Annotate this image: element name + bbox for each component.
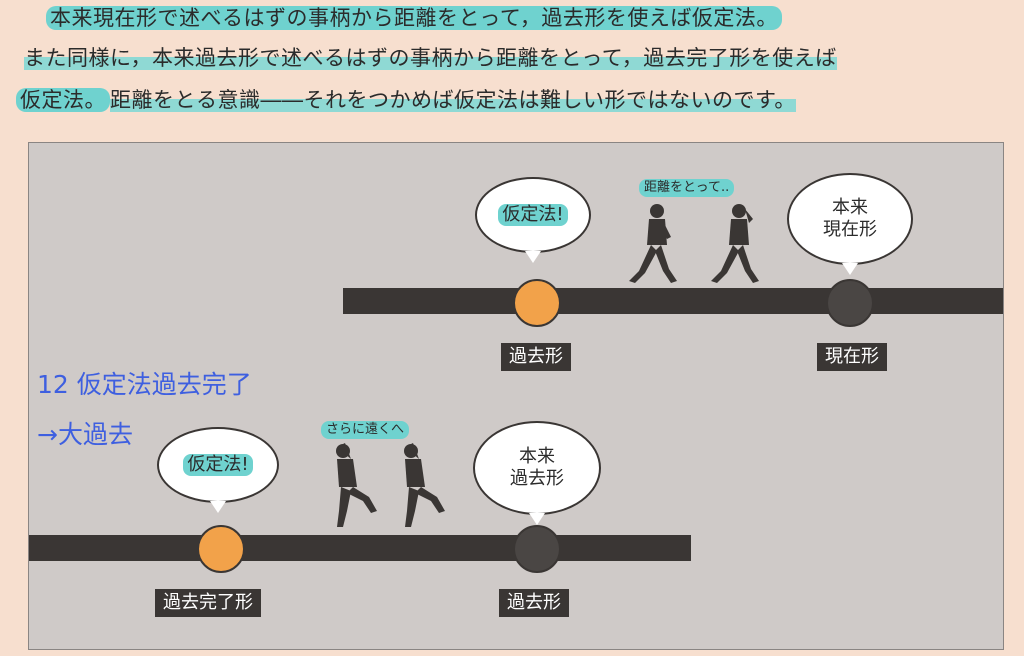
running-person-icon <box>336 443 377 527</box>
running-person-icon <box>404 443 445 527</box>
bottom-right-bubble-text: 本来 過去形 <box>510 446 564 489</box>
top-timeline-bar <box>343 288 1003 314</box>
top-left-bubble-text: 仮定法! <box>498 204 568 226</box>
paragraph-line-3: 仮定法。距離をとる意識――それをつかめば仮定法は難しい形ではないのです。 <box>16 86 796 114</box>
bottom-timeline-bar <box>29 535 691 561</box>
paragraph-line-2: また同様に，本来過去形で述べるはずの事柄から距離をとって，過去完了形を使えば <box>24 46 837 70</box>
top-right-bubble-text: 本来 現在形 <box>823 197 877 240</box>
handwritten-note-line-2: →大過去 <box>37 420 133 449</box>
walking-person-icon <box>629 204 677 283</box>
top-label-present: 現在形 <box>817 343 887 371</box>
bottom-past-perfect-point <box>197 525 245 573</box>
bottom-left-bubble-text: 仮定法! <box>183 454 253 476</box>
bottom-past-point <box>513 525 561 573</box>
bottom-label-past-perfect: 過去完了形 <box>155 589 261 617</box>
walking-person-icon <box>711 204 759 283</box>
paragraph-line-1: 本来現在形で述べるはずの事柄から距離をとって，過去形を使えば仮定法。 <box>46 4 782 32</box>
bottom-caption: さらに遠くへ <box>321 421 410 439</box>
top-caption: 距離をとって.. <box>639 179 735 197</box>
bottom-label-past: 過去形 <box>499 589 569 617</box>
top-present-point <box>826 279 874 327</box>
handwritten-note-line-1: 12 仮定法過去完了 <box>37 370 252 399</box>
tense-distance-diagram: 仮定法! 本来 現在形 距離をとって.. 過去形 現在形 12 仮定法過去完了 … <box>28 142 1004 650</box>
top-past-point <box>513 279 561 327</box>
bottom-right-speech-bubble: 本来 過去形 <box>473 421 601 525</box>
bottom-left-speech-bubble: 仮定法! <box>157 427 279 513</box>
top-label-past: 過去形 <box>501 343 571 371</box>
explanation-paragraph: 本来現在形で述べるはずの事柄から距離をとって，過去形を使えば仮定法。 また同様に… <box>0 0 1024 130</box>
top-left-speech-bubble: 仮定法! <box>475 177 591 263</box>
top-right-speech-bubble: 本来 現在形 <box>787 173 913 275</box>
